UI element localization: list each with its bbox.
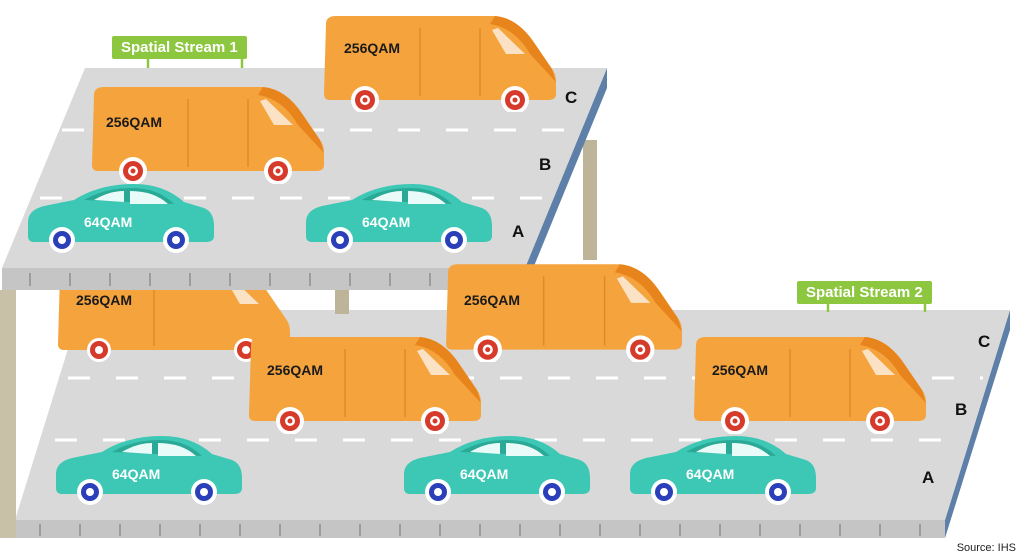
lower-deck-lane-markings (55, 376, 983, 442)
modulation-label: 256QAM (344, 40, 401, 56)
van-icon (58, 290, 290, 362)
upper-deck-lane-markings (40, 128, 585, 200)
car: 64QAM (24, 180, 216, 256)
modulation-label: 256QAM (76, 292, 133, 308)
source-credit: Source: IHS (956, 542, 1016, 554)
upper-lane-b-label: B (539, 155, 552, 174)
modulation-label: 256QAM (267, 362, 324, 378)
car: 64QAM (400, 432, 592, 508)
car: 64QAM (302, 180, 494, 256)
lower-lane-b-label: B (955, 400, 968, 419)
modulation-label: 256QAM (106, 114, 163, 130)
van-icon (324, 16, 556, 112)
modulation-label: 64QAM (84, 214, 133, 230)
car-icon (56, 436, 242, 505)
van: 256QAM (88, 84, 328, 184)
van-icon (92, 87, 324, 184)
van: 256QAM (442, 262, 686, 362)
van-icon (446, 264, 682, 362)
modulation-label: 64QAM (362, 214, 411, 230)
modulation-label: 256QAM (464, 292, 521, 308)
car: 64QAM (626, 432, 818, 508)
pillar-right (583, 140, 597, 260)
pillar-middle (335, 288, 349, 314)
lower-lane-c-label: C (978, 332, 991, 351)
van: 256QAM (690, 334, 930, 434)
van: 256QAM (320, 14, 560, 112)
pillar-left (0, 290, 16, 538)
stream-2-label: Spatial Stream 2 (797, 281, 932, 304)
van: 256QAM (54, 290, 294, 362)
lower-lane-a-label: A (922, 468, 935, 487)
upper-lane-c-label: C (565, 88, 578, 107)
upper-deck-side (525, 68, 607, 288)
car: 64QAM (52, 432, 244, 508)
car-icon (404, 436, 590, 505)
stream-1-label: Spatial Stream 1 (112, 36, 247, 59)
upper-lane-a-label: A (512, 222, 525, 241)
modulation-label: 64QAM (686, 466, 735, 482)
car-icon (28, 184, 214, 253)
modulation-label: 64QAM (112, 466, 161, 482)
van: 256QAM (245, 334, 485, 434)
car-icon (630, 436, 816, 505)
car-icon (306, 184, 492, 253)
van-icon (249, 337, 481, 434)
upper-deck-edge (2, 268, 525, 290)
modulation-label: 256QAM (712, 362, 769, 378)
lower-deck-side (945, 310, 1010, 538)
van-icon (694, 337, 926, 434)
modulation-label: 64QAM (460, 466, 509, 482)
lower-deck-edge-ticks (39, 524, 921, 536)
